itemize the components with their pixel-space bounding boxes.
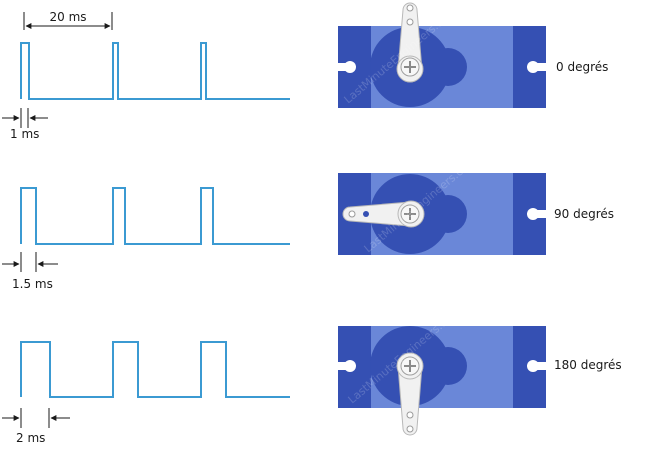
servo-180-deg: LastMinuteEngineers.com [334, 305, 549, 436]
angle-label-1: 0 degrés [556, 60, 608, 74]
period-annotation: 20 ms [23, 10, 113, 30]
pwm-signal-2 [20, 187, 290, 245]
pulse-width-label-2: 1.5 ms [12, 277, 53, 291]
pwm-signal-3 [20, 341, 290, 398]
waveform-row-2: 1.5 ms [2, 187, 290, 291]
servo-90-deg: LastMinuteEngineers.com [338, 154, 549, 255]
pulse-width-label-1: 1 ms [10, 127, 39, 141]
pwm-signal-1 [20, 42, 290, 100]
waveform-row-1: 1 ms [2, 42, 290, 141]
angle-label-2: 90 degrés [554, 207, 614, 221]
angle-label-3: 180 degrés [554, 358, 622, 372]
waveform-row-3: 2 ms [2, 341, 290, 445]
servo-0-deg: LastMinuteEngineers.com [334, 2, 549, 108]
period-label: 20 ms [49, 10, 86, 24]
pulse-width-label-3: 2 ms [16, 431, 45, 445]
